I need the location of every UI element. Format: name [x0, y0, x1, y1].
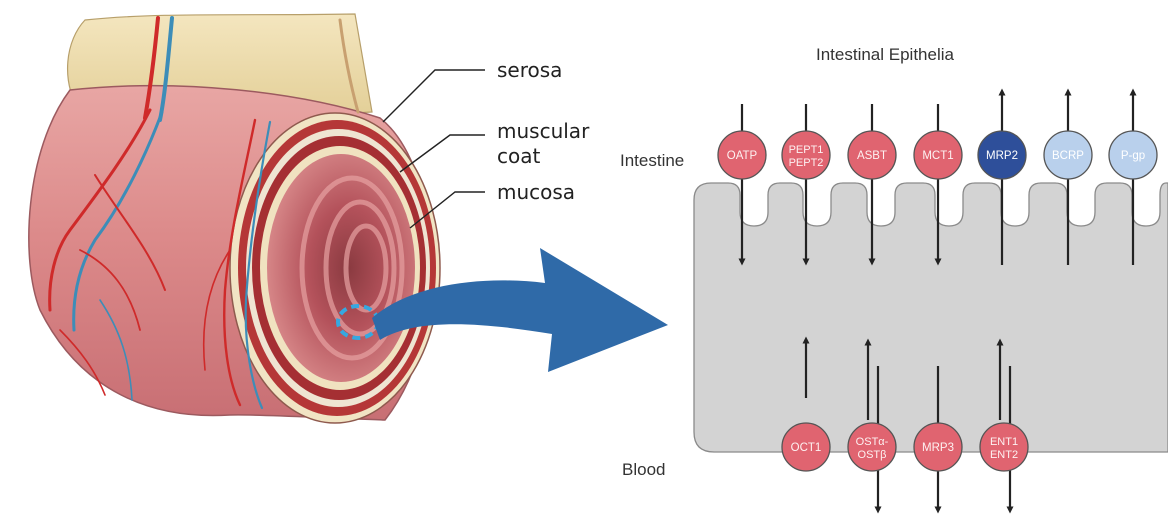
muscular-coat-label-line2: coat — [497, 144, 540, 168]
transporter-asbt: ASBT — [848, 131, 896, 179]
intestine-region-label: Intestine — [620, 151, 684, 170]
transporter-label-line2: ENT2 — [990, 449, 1018, 461]
transporter-label: OATP — [727, 150, 758, 162]
transporter-bcrp: BCRP — [1044, 131, 1092, 179]
serosa-label: serosa — [497, 58, 562, 82]
transporter-label: ASBT — [857, 150, 887, 162]
transporter-p-gp: P-gp — [1109, 131, 1157, 179]
transporter-label: MRP3 — [922, 442, 954, 454]
transporter-label: OSTα- — [856, 436, 889, 448]
transporter-label: OCT1 — [791, 442, 822, 454]
transporter-mrp3: MRP3 — [914, 423, 962, 471]
epithelial-cell — [694, 183, 1168, 452]
transporter-oct1: OCT1 — [782, 423, 830, 471]
transporter-label-line2: PEPT2 — [789, 157, 824, 169]
transporter-ost: OSTα-OSTβ — [848, 423, 896, 471]
muscular-coat-label-line1: muscular — [497, 119, 590, 143]
transporter-mct1: MCT1 — [914, 131, 962, 179]
transporter-label: P-gp — [1121, 150, 1145, 162]
blood-region-label: Blood — [622, 460, 665, 479]
transporter-label: PEPT1 — [789, 144, 824, 156]
transporter-mrp2: MRP2 — [978, 131, 1026, 179]
mucosa-label: mucosa — [497, 180, 575, 204]
transporter-label: ENT1 — [990, 436, 1018, 448]
intestine-illustration — [29, 14, 440, 423]
transporter-label: BCRP — [1052, 150, 1084, 162]
diagram-title: Intestinal Epithelia — [816, 45, 955, 64]
transporter-oatp: OATP — [718, 131, 766, 179]
transporter-label-line2: OSTβ — [858, 449, 887, 461]
transporter-label: MCT1 — [922, 150, 953, 162]
transporter-label: MRP2 — [986, 150, 1018, 162]
